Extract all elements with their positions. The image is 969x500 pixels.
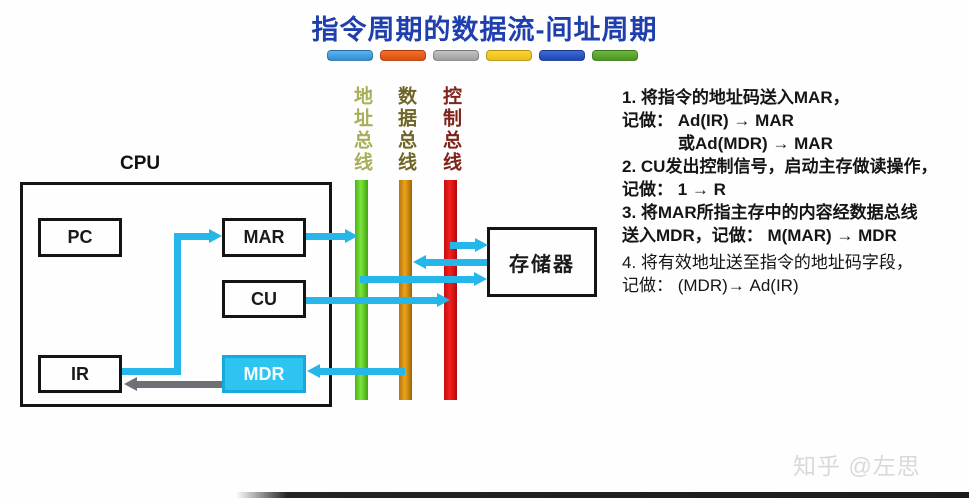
- step-line: 1. 将指令的地址码送入MAR，: [622, 88, 850, 107]
- step-line: 送入MDR，记做： M(MAR) → MDR: [622, 226, 897, 245]
- legend-bar-gray: [433, 50, 479, 61]
- address-bus-bar: [355, 180, 368, 400]
- arrow-ir-to-mar-head: [174, 229, 222, 243]
- step-line: 3. 将MAR所指主存中的内容经数据总线: [622, 203, 918, 222]
- memory-box: 存储器: [487, 227, 597, 297]
- data-bus-label: 数据总线: [395, 86, 416, 174]
- data-bus-bar: [399, 180, 412, 400]
- title-underline-bars: [327, 50, 638, 61]
- cpu-label: CPU: [120, 153, 161, 174]
- register-ir: IR: [38, 355, 122, 393]
- page-title: 指令周期的数据流-间址周期: [311, 15, 658, 45]
- register-mar: MAR: [222, 218, 306, 257]
- arrow-cu-to-control-bus: [306, 293, 450, 307]
- arrow-control-bus-to-memory: [450, 238, 488, 252]
- legend-bar-green: [592, 50, 638, 61]
- step-line: 记做： Ad(IR) → MAR: [622, 111, 794, 130]
- legend-bar-yellow: [486, 50, 532, 61]
- register-pc: PC: [38, 218, 122, 257]
- address-bus-label: 地址总线: [351, 86, 372, 174]
- arrow-mdr-to-ir: [124, 377, 222, 391]
- step-notes: 1. 将指令的地址码送入MAR， 记做： Ad(IR) → MAR 或Ad(MD…: [622, 86, 969, 297]
- legend-bar-blue: [539, 50, 585, 61]
- control-bus-label: 控制总线: [440, 86, 461, 174]
- step-line: 记做： (MDR)→ Ad(IR): [622, 276, 799, 295]
- register-mdr: MDR: [222, 355, 306, 393]
- legend-bar-orange: [380, 50, 426, 61]
- step-line: 2. CU发出控制信号，启动主存做读操作，: [622, 157, 938, 176]
- register-cu: CU: [222, 280, 306, 318]
- arrow-data-bus-to-mdr: [307, 364, 405, 378]
- step-line: 记做： 1 → R: [622, 180, 726, 199]
- arrow-ir-to-mar-segment-bottom: [122, 368, 181, 375]
- zhihu-watermark: 知乎 @左思: [793, 453, 921, 479]
- arrow-mar-to-address-bus: [306, 229, 358, 243]
- step-line: 或Ad(MDR) → MAR: [678, 134, 833, 153]
- arrow-ir-to-mar-segment-vertical: [174, 233, 181, 375]
- cpu-box: [20, 182, 332, 407]
- step-line: 4. 将有效地址送至指令的地址码字段，: [622, 253, 913, 272]
- control-bus-bar: [444, 180, 457, 400]
- legend-bar-lightblue: [327, 50, 373, 61]
- bottom-edge-line: [236, 492, 969, 498]
- arrow-address-bus-to-memory: [360, 272, 487, 286]
- arrow-memory-to-data-bus: [413, 255, 487, 269]
